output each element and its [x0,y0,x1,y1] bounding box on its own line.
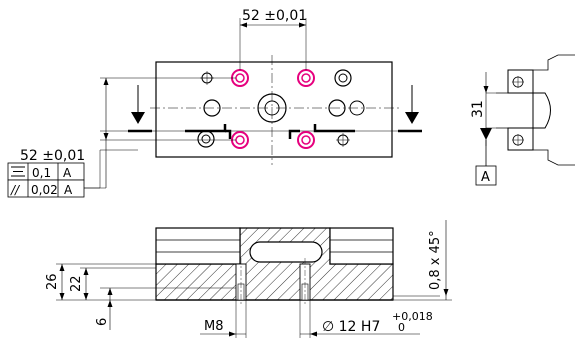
center-bore [257,93,287,123]
datum-label: A [481,170,490,185]
highlighted-hole [297,69,315,87]
bore-tol-upper: +0,018 [392,310,433,323]
datum-triangle-icon [480,128,492,140]
dim-26: 26 [45,273,60,290]
dim-6: 6 [95,318,110,326]
parallelism-icon: // [10,183,21,197]
fcf-symmetry-value: 0,1 [32,166,51,180]
feature-control-frames: 52 ±0,01 0,1 A // 0,02 A [7,148,138,198]
top-view-outline [155,61,393,158]
section-view: 26 22 6 0,8 x 45° M8 ∅ 12 H7 +0,018 0 [45,220,452,338]
fcf-parallel-value: 0,02 [31,183,58,197]
side-view: 31 A [470,54,575,186]
dim-side-width: 52 ±0,01 [20,148,85,164]
dim-right-31: 31 [470,100,486,118]
bore-tol-lower: 0 [398,321,405,334]
datum-box [475,165,497,186]
highlighted-hole [297,131,315,149]
fcf-parallel-datum: A [64,183,73,197]
section-arrow-icon [128,85,152,133]
thread-label: M8 [204,319,224,334]
symmetry-icon [11,166,25,177]
chamfer-label: 0,8 x 45° [428,230,443,290]
section-arrow-icon [398,85,422,133]
fcf-symmetry-datum: A [63,166,72,180]
dim-top-width: 52 ±0,01 [242,8,307,24]
dim-22: 22 [69,275,84,292]
bore-label: ∅ 12 H7 [322,319,380,335]
top-view: 52 ±0,01 [84,8,422,189]
